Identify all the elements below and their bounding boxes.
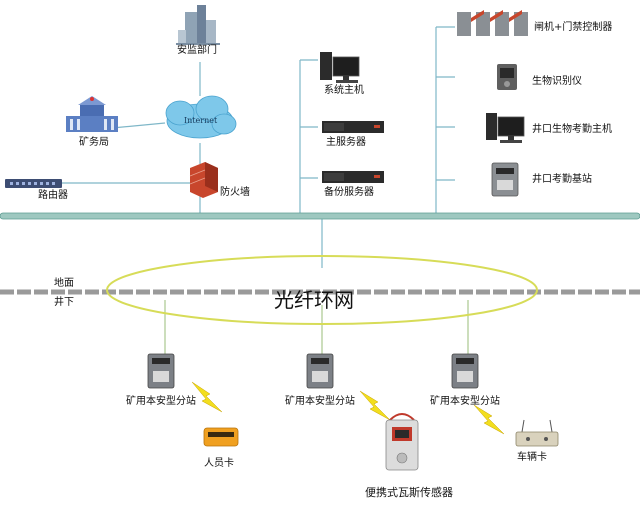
supervision-label: 安监部门: [177, 45, 217, 56]
fiber-ring: [106, 255, 538, 325]
rack-server-icon: [322, 171, 384, 183]
biometric-label: 生物识别仪: [532, 76, 582, 87]
fiber-ring-label: 光纤环网: [274, 288, 354, 312]
gate-controller-label: 闸机+门禁控制器: [534, 22, 613, 33]
firewall-label: 防火墙: [220, 187, 250, 198]
base-station-icon: [491, 162, 519, 197]
rack-server-icon: [322, 121, 384, 133]
substation-3-label: 矿用本安型分站: [430, 396, 500, 407]
substation-icon: [147, 353, 175, 389]
wireless-signal-icon: [359, 390, 391, 421]
government-building-icon: [66, 96, 118, 132]
turnstile-gate-icon: [457, 10, 528, 36]
internet-cloud-icon: [165, 95, 237, 139]
firewall-icon: [189, 162, 218, 198]
substation-icon: [451, 353, 479, 389]
router-icon: [5, 179, 62, 188]
router-label: 路由器: [38, 190, 68, 201]
wireless-signal-icon: [473, 404, 505, 435]
system-host-label: 系统主机: [324, 85, 364, 96]
internet-label: Internet: [184, 116, 218, 125]
backup-server-label: 备份服务器: [324, 187, 374, 198]
network-bus: [0, 212, 640, 220]
main-server-label: 主服务器: [326, 137, 366, 148]
vehicle-card-label: 车辆卡: [517, 452, 547, 463]
substation-2-label: 矿用本安型分站: [285, 396, 355, 407]
vehicle-card-icon: [515, 419, 559, 447]
gas-sensor-label: 便携式瓦斯传感器: [365, 486, 453, 499]
well-bio-host-label: 井口生物考勤主机: [532, 124, 612, 135]
surface-label: 地面: [54, 278, 74, 289]
wireless-signal-icon: [191, 381, 223, 413]
desktop-computer-icon: [320, 52, 360, 83]
substation-1-label: 矿用本安型分站: [126, 396, 196, 407]
desktop-computer-icon: [486, 113, 525, 143]
substation-icon: [306, 353, 334, 389]
person-card-icon: [203, 427, 239, 447]
mine-bureau-label: 矿务局: [79, 137, 109, 148]
building-icon: [176, 5, 220, 45]
well-base-station-label: 井口考勤基站: [532, 174, 592, 185]
connection-lines: [62, 26, 469, 354]
gas-sensor-icon: [385, 413, 419, 471]
biometric-reader-icon: [497, 64, 517, 90]
underground-label: 井下: [54, 297, 74, 308]
person-card-label: 人员卡: [204, 458, 234, 469]
